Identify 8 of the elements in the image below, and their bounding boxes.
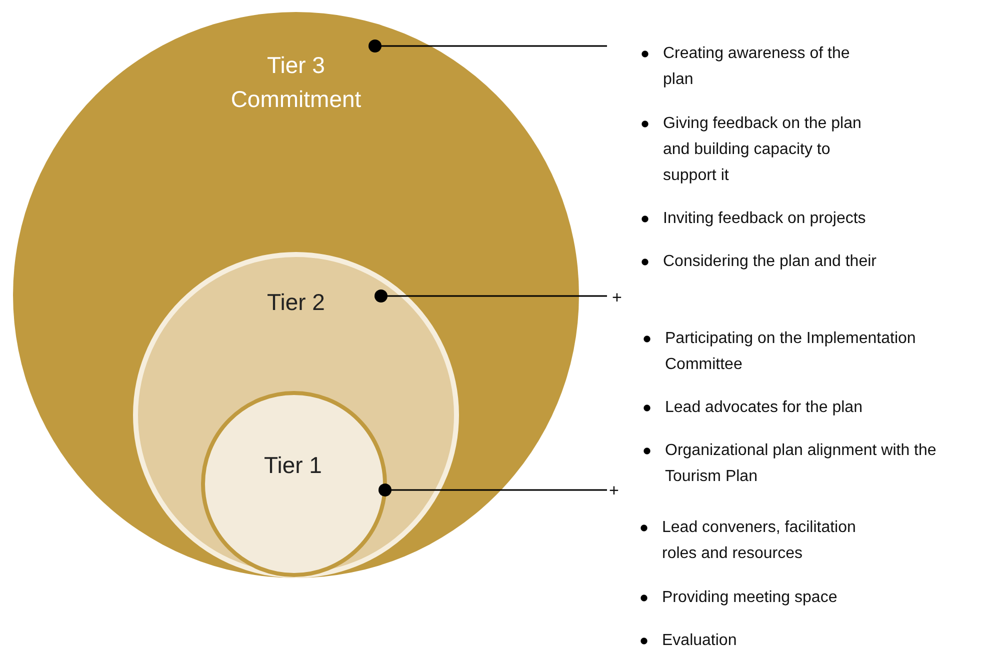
tier-label: Tier 1 <box>263 451 323 480</box>
plus-sign: + <box>609 481 620 501</box>
tier-label: Tier 2 <box>266 288 326 317</box>
plus-sign: + <box>612 288 623 308</box>
leader-line <box>378 484 607 496</box>
leader-line <box>374 290 607 302</box>
leader-line <box>368 40 607 52</box>
tier-label: Tier 3 Commitment <box>230 51 362 114</box>
